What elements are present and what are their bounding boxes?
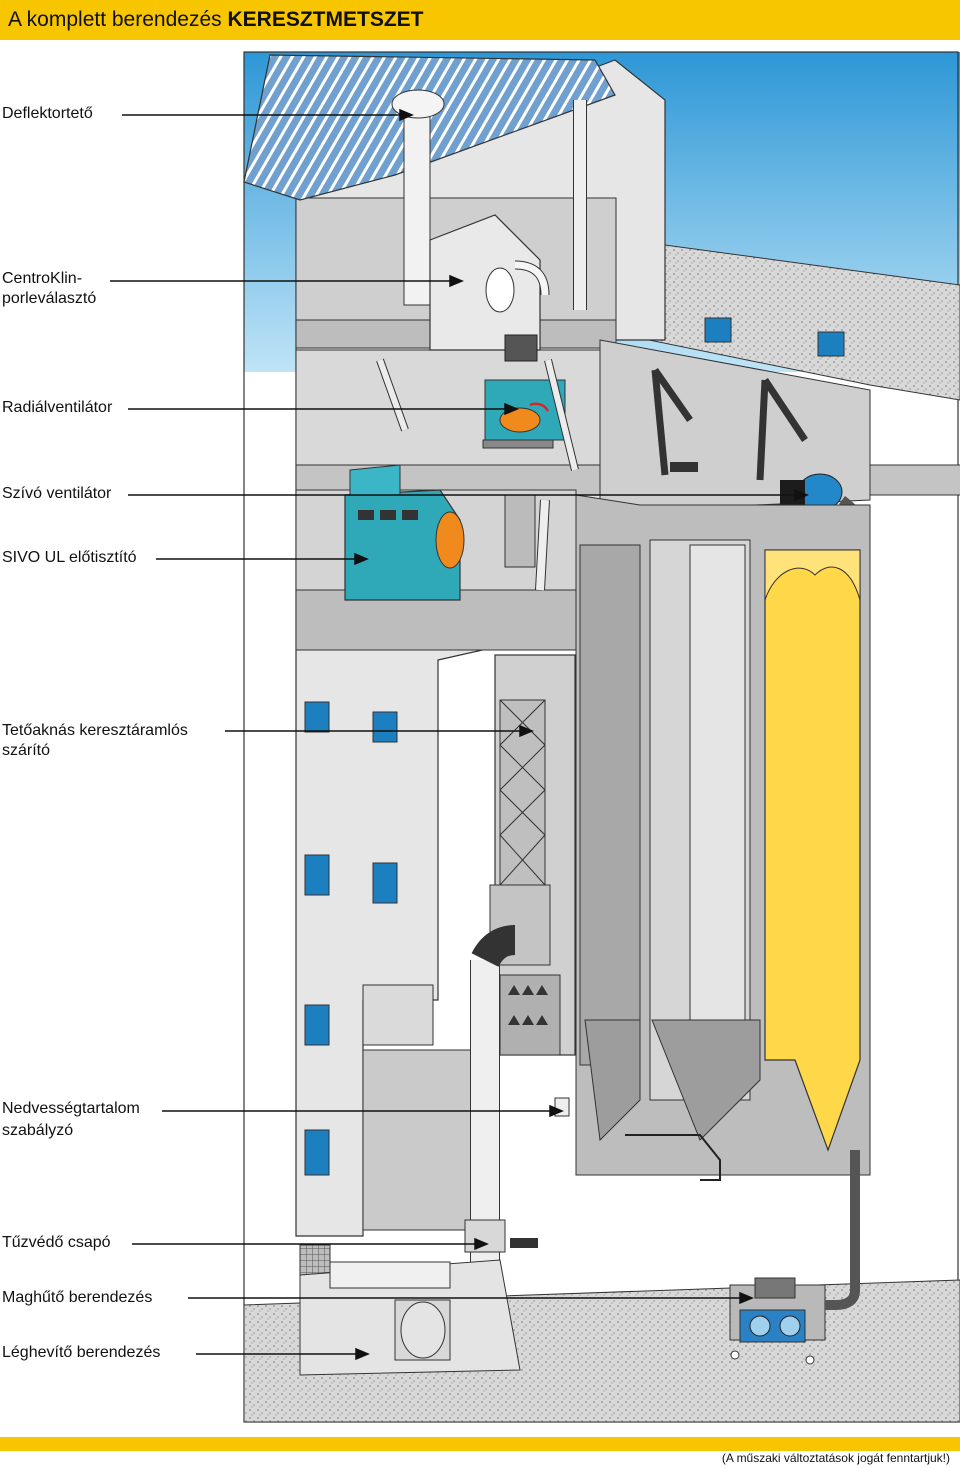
title-bold: KERESZTMETSZET [227, 8, 424, 31]
fire-damper [464, 1219, 506, 1253]
label-centroklin-line1: CentroKlin- [2, 270, 83, 287]
label-nedvesseg-line1: Nedvességtartalom [2, 1100, 140, 1117]
label-sivo-ul: SIVO UL előtisztító [2, 549, 137, 566]
building-windows [304, 701, 398, 1176]
label-radialventilator: Radiálventilátor [2, 399, 113, 416]
label-leghevito: Léghevítő berendezés [2, 1344, 161, 1361]
label-nedvesseg-line2: szabályzó [2, 1122, 74, 1139]
label-szivo-ventilator: Szívó ventilátor [2, 485, 112, 502]
label-tetoaknas-line1: Tetőaknás keresztáramlós [2, 722, 188, 739]
label-deflektorteto: Deflektortető [2, 105, 93, 122]
air-heater [329, 1261, 451, 1361]
footer-note: (A műszaki változtatások jogát fenntartj… [721, 1451, 950, 1465]
leader-lines [110, 108, 809, 1361]
centroklin-separator [429, 214, 541, 351]
label-tetoaknas-line2: szárító [2, 742, 51, 759]
footer-bar [0, 1437, 960, 1451]
header-bar [0, 0, 960, 40]
deflector-chimney [403, 114, 431, 306]
grain-silo [764, 549, 861, 1152]
page-title: A komplett berendezés KERESZTMETSZET [8, 8, 424, 32]
label-centroklin-line2: porleválasztó [2, 290, 97, 307]
label-maghuto: Maghűtő berendezés [2, 1289, 153, 1306]
grain-cooler [729, 1150, 860, 1365]
label-tuzvedo: Tűzvédő csapó [2, 1234, 111, 1251]
title-prefix: A komplett berendezés [8, 8, 222, 31]
sivo-precleaner [344, 464, 465, 601]
